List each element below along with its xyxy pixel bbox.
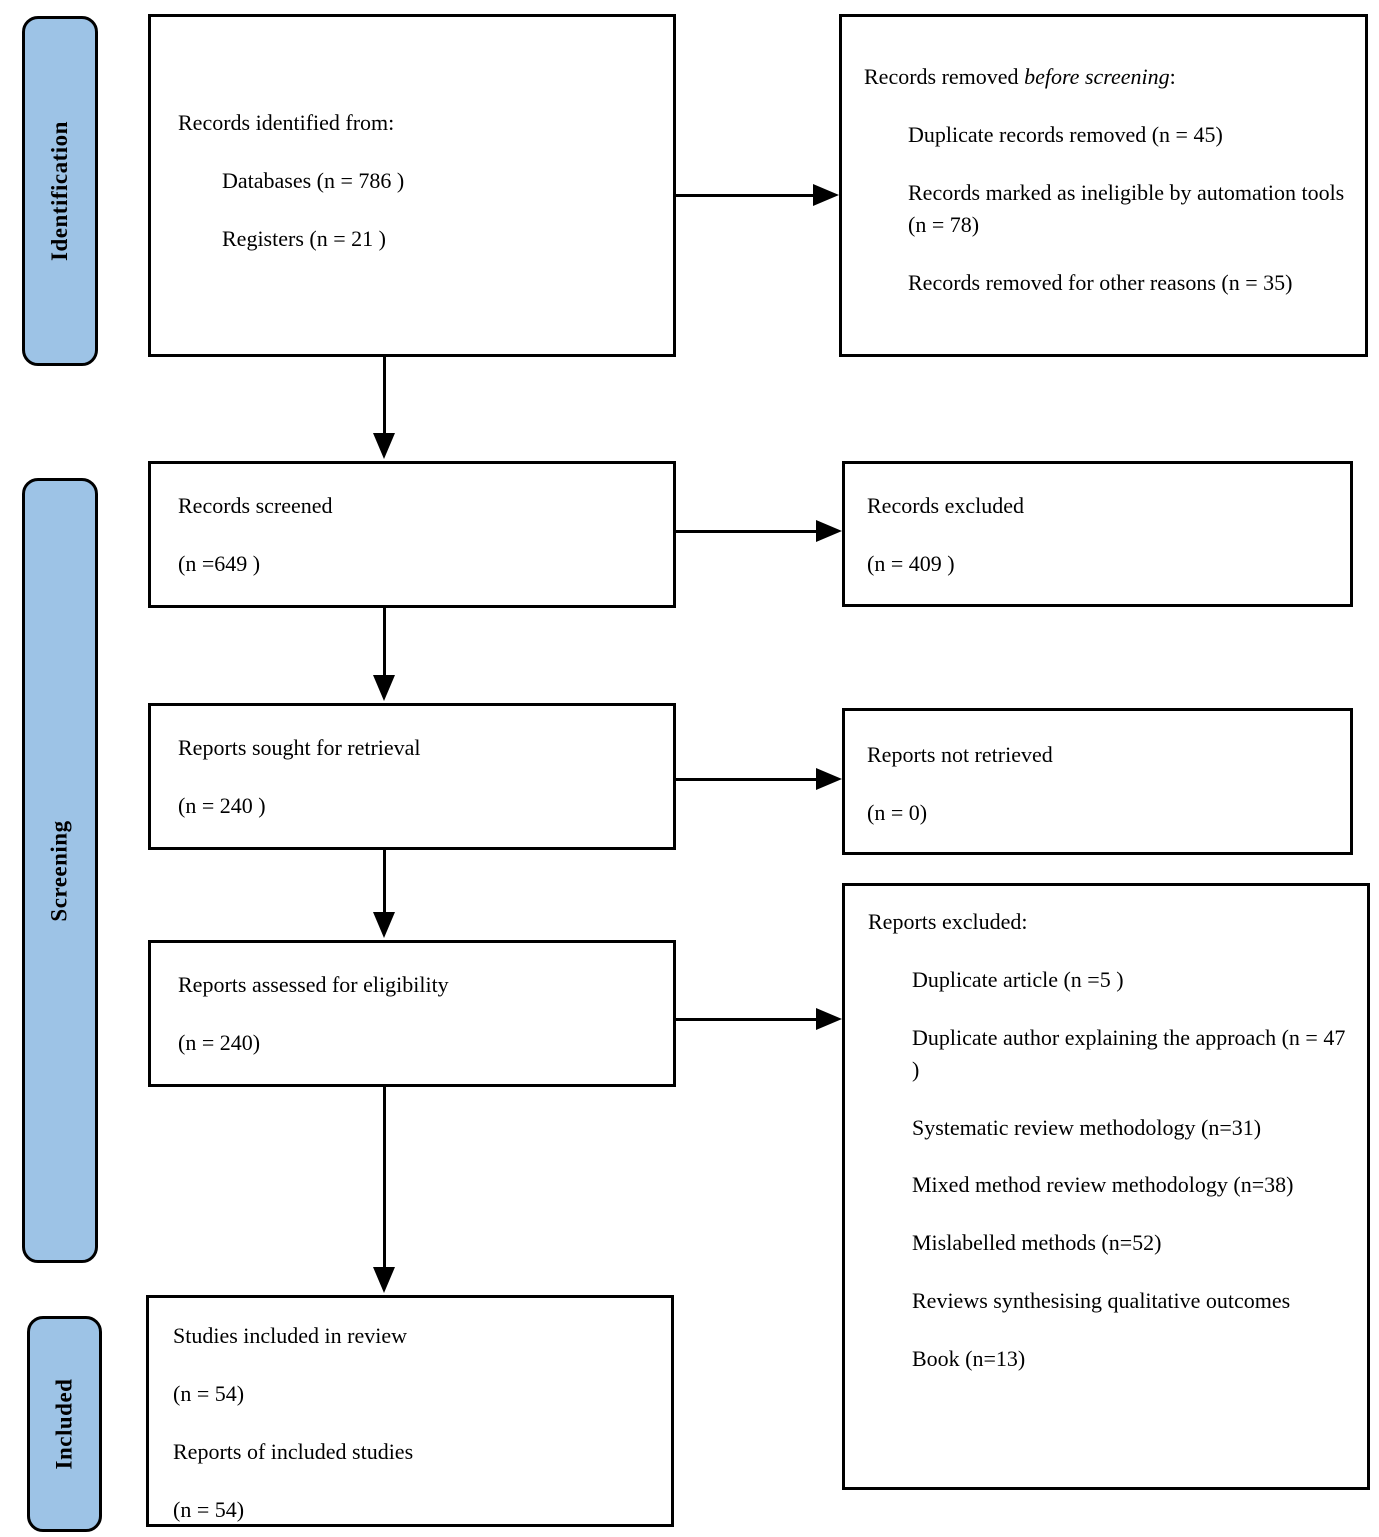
arrow-assessed-to-included-head-icon (373, 1267, 395, 1293)
stage-label-identification-text: Identification (47, 121, 73, 261)
records-screened-count: (n =649 ) (178, 550, 261, 576)
arrow-sought-to-assessed-head-icon (373, 912, 395, 938)
box-reports-assessed: Reports assessed for eligibility (n = 24… (148, 940, 676, 1087)
records-identified-registers: Registers (n = 21 ) (222, 225, 386, 251)
records-removed-other: Records removed for other reasons (n = 3… (908, 269, 1293, 295)
arrow-sought-to-not-retrieved-line (676, 778, 818, 781)
records-excluded-count: (n = 409 ) (867, 550, 955, 576)
box-reports-excluded: Reports excluded: Duplicate article (n =… (842, 883, 1370, 1490)
arrow-screened-to-excluded-head-icon (816, 520, 842, 542)
reports-excluded-reviews-synthesising: Reviews synthesising qualitative outcome… (912, 1288, 1291, 1314)
studies-included-count: (n = 54) (173, 1380, 245, 1406)
arrow-screened-to-sought-line (383, 608, 386, 676)
records-removed-title: Records removed before screening: (864, 64, 1176, 89)
reports-assessed-count: (n = 240) (178, 1029, 261, 1055)
reports-excluded-duplicate-article: Duplicate article (n =5 ) (912, 966, 1124, 992)
arrow-assessed-to-reports-excluded-line (676, 1018, 818, 1021)
arrow-screened-to-sought-head-icon (373, 675, 395, 701)
reports-sought-count: (n = 240 ) (178, 792, 266, 818)
records-identified-databases: Databases (n = 786 ) (222, 167, 405, 193)
arrow-sought-to-not-retrieved-head-icon (816, 768, 842, 790)
records-identified-title: Records identified from: (178, 110, 395, 135)
box-records-identified: Records identified from: Databases (n = … (148, 14, 676, 357)
reports-excluded-duplicate-author: Duplicate author explaining the approach… (912, 1024, 1346, 1082)
reports-excluded-mislabelled: Mislabelled methods (n=52) (912, 1230, 1162, 1256)
arrow-assessed-to-included-line (383, 1087, 386, 1269)
arrow-identified-to-removed-line (676, 194, 815, 197)
reports-included-title: Reports of included studies (173, 1438, 414, 1464)
box-reports-sought: Reports sought for retrieval (n = 240 ) (148, 703, 676, 850)
stage-label-screening: Screening (22, 478, 98, 1263)
reports-not-retrieved-title: Reports not retrieved (867, 742, 1053, 767)
stage-label-screening-text: Screening (47, 819, 72, 922)
arrow-identified-to-screened-line (383, 357, 386, 435)
box-studies-included: Studies included in review (n = 54) Repo… (146, 1295, 674, 1527)
reports-sought-title: Reports sought for retrieval (178, 735, 421, 760)
box-records-screened: Records screened (n =649 ) (148, 461, 676, 608)
arrow-sought-to-assessed-line (383, 850, 386, 914)
reports-included-count: (n = 54) (173, 1496, 245, 1522)
reports-excluded-book: Book (n=13) (912, 1346, 1026, 1372)
records-removed-duplicates: Duplicate records removed (n = 45) (908, 121, 1223, 147)
arrow-identified-to-removed-head-icon (813, 184, 839, 206)
records-screened-title: Records screened (178, 493, 333, 518)
reports-excluded-mixed-method: Mixed method review methodology (n=38) (912, 1172, 1294, 1198)
stage-label-included-text: Included (51, 1378, 77, 1470)
box-records-excluded: Records excluded (n = 409 ) (842, 461, 1353, 607)
reports-not-retrieved-count: (n = 0) (867, 799, 928, 825)
studies-included-title: Studies included in review (173, 1323, 408, 1348)
records-removed-automation: Records marked as ineligible by automati… (908, 179, 1345, 237)
stage-label-identification: Identification (22, 16, 98, 366)
reports-assessed-title: Reports assessed for eligibility (178, 972, 449, 997)
box-records-removed-before-screening: Records removed before screening: Duplic… (839, 14, 1368, 357)
box-reports-not-retrieved: Reports not retrieved (n = 0) (842, 708, 1353, 855)
arrow-screened-to-excluded-line (676, 530, 818, 533)
reports-excluded-systematic: Systematic review methodology (n=31) (912, 1114, 1262, 1140)
arrow-identified-to-screened-head-icon (373, 433, 395, 459)
arrow-assessed-to-reports-excluded-head-icon (816, 1008, 842, 1030)
records-excluded-title: Records excluded (867, 493, 1024, 518)
reports-excluded-title: Reports excluded: (868, 909, 1028, 934)
stage-label-included: Included (27, 1316, 102, 1532)
